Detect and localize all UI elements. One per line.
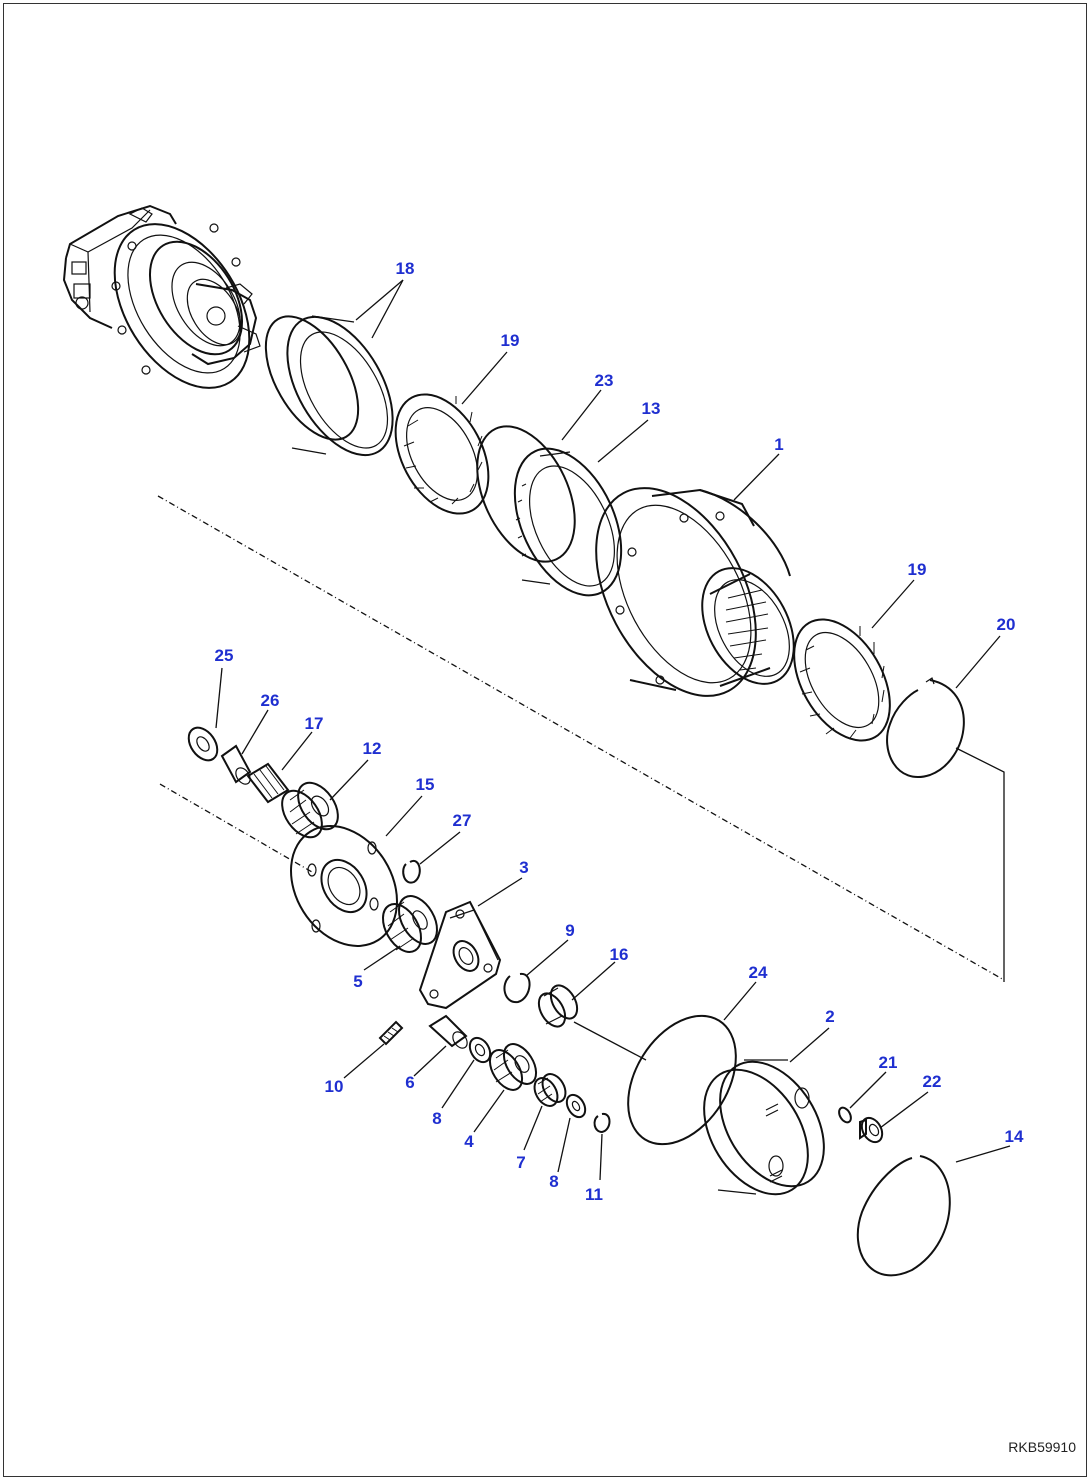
part-19-bearing-upper	[394, 393, 490, 515]
part-18-floating-seal	[264, 315, 394, 457]
callout-5: 5	[353, 972, 362, 991]
callout-3: 3	[519, 858, 528, 877]
callout-8-left: 8	[432, 1109, 441, 1128]
part-23-o-ring	[838, 1106, 852, 1124]
part-25-thrust-washer	[187, 726, 219, 762]
callout-25: 25	[215, 646, 234, 665]
part-22-o-ring	[627, 1014, 737, 1146]
callout-11: 11	[585, 1185, 603, 1204]
part-2-cover	[703, 1059, 825, 1196]
part-17-needle-bearing	[246, 762, 290, 804]
callout-4: 4	[464, 1132, 474, 1151]
part-4-planet-gear	[488, 1043, 538, 1091]
part-1-hub-housing	[595, 487, 795, 697]
part-19-bearing-right	[793, 618, 891, 742]
callout-7: 7	[516, 1153, 525, 1172]
callout-16: 16	[610, 945, 629, 964]
part-7-needle-bearing	[533, 1073, 567, 1107]
callout-18: 18	[396, 259, 415, 278]
part-3-carrier	[418, 900, 502, 1010]
drawing-frame	[3, 3, 1087, 1477]
callout-10: 10	[325, 1077, 344, 1096]
callout-22: 24	[749, 963, 768, 982]
callout-15: 15	[416, 775, 435, 794]
part-20-snap-ring	[886, 677, 965, 778]
part-9-snap-ring	[503, 972, 531, 1004]
part-5-planet-gear	[382, 895, 438, 953]
callout-24: 22	[923, 1072, 942, 1091]
part-10-spring-pin	[378, 1020, 404, 1046]
part-21-o-ring	[476, 425, 576, 563]
part-8-washer-right	[565, 1093, 587, 1119]
assembly-reference-lines	[157, 495, 1005, 1061]
callout-13: 13	[642, 399, 661, 418]
part-26-bushing	[220, 744, 252, 785]
part-15-carrier-plate	[290, 825, 398, 947]
callout-9: 9	[565, 921, 574, 940]
part-8-washer-left	[468, 1036, 492, 1064]
callout-20: 20	[997, 615, 1016, 634]
callout-8-right: 8	[549, 1172, 558, 1191]
callout-21: 23	[595, 371, 614, 390]
callout-19-right: 19	[908, 560, 927, 579]
callout-27: 27	[453, 811, 472, 830]
callout-6: 6	[405, 1073, 414, 1092]
callout-17: 17	[305, 714, 324, 733]
drawing-code: RKB59910	[1008, 1439, 1076, 1455]
callout-19-upper: 19	[501, 331, 520, 350]
part-6-planet-shaft	[428, 1014, 468, 1049]
part-12-gear	[281, 781, 339, 839]
part-27-snap-ring	[402, 859, 421, 884]
callout-2: 2	[825, 1007, 834, 1026]
callout-12: 12	[363, 739, 382, 758]
callout-26: 26	[261, 691, 280, 710]
callout-14: 14	[1005, 1127, 1024, 1146]
part-16-gear	[537, 984, 579, 1028]
callout-labels: 18 19 23 13 1 19 20 25 26 17 12 15 27 3 …	[215, 259, 1024, 1204]
travel-motor-assembly	[62, 204, 261, 389]
part-11-snap-ring	[593, 1112, 611, 1134]
callout-23: 21	[879, 1053, 898, 1072]
callout-leaders	[215, 279, 1011, 1181]
part-14-snap-ring	[856, 1155, 951, 1277]
callout-1: 1	[774, 435, 783, 454]
part-24-plug	[859, 1116, 884, 1144]
